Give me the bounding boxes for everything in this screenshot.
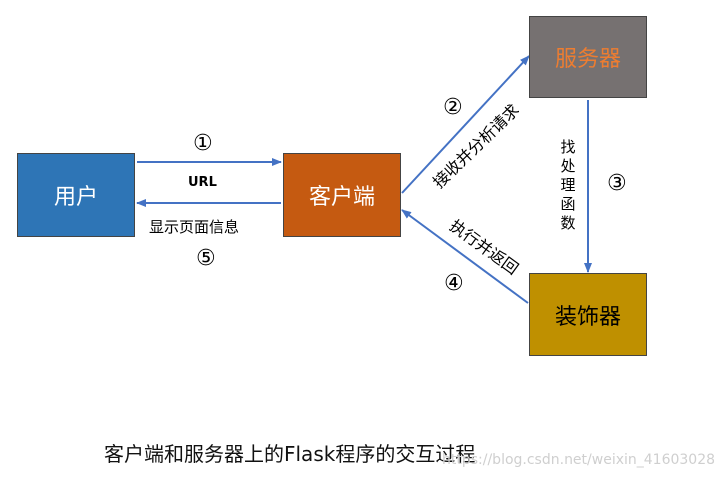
node-client: 客户端 bbox=[283, 153, 401, 237]
step-3-marker: ③ bbox=[607, 171, 627, 196]
node-decorator-label: 装饰器 bbox=[554, 304, 621, 330]
node-decorator: 装饰器 bbox=[529, 273, 647, 356]
step-5-marker: ⑤ bbox=[196, 246, 216, 271]
step-1-marker: ① bbox=[193, 131, 213, 156]
node-user-label: 用户 bbox=[53, 185, 98, 210]
edge-label-find-handler: 找处理函数 bbox=[560, 138, 576, 232]
diagram-caption: 客户端和服务器上的Flask程序的交互过程 bbox=[104, 442, 476, 466]
node-user: 用户 bbox=[17, 153, 135, 237]
arrow-client-to-server bbox=[401, 55, 530, 194]
step-2-marker: ② bbox=[443, 95, 463, 120]
node-client-label: 客户端 bbox=[308, 185, 375, 210]
watermark: https://blog.csdn.net/weixin_41603028 bbox=[442, 452, 715, 468]
edge-label-url: URL bbox=[188, 175, 217, 190]
node-server: 服务器 bbox=[529, 16, 647, 98]
edge-label-display: 显示页面信息 bbox=[149, 218, 240, 236]
node-server-label: 服务器 bbox=[554, 47, 621, 72]
step-4-marker: ④ bbox=[444, 271, 464, 296]
arrow-decorator-to-client bbox=[401, 209, 529, 304]
